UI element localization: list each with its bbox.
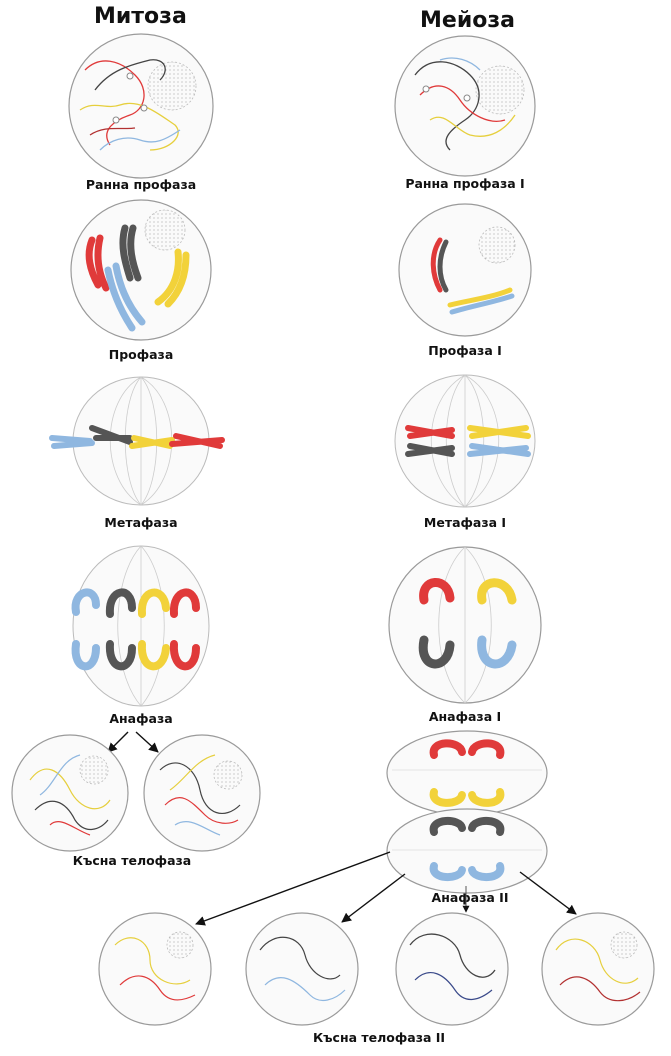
arrow-to-telophase-left: [107, 731, 129, 753]
label-prophase-1: Профаза I: [428, 343, 502, 358]
cell-meiosis-telophase2-3: [395, 912, 509, 1026]
label-prophase: Профаза: [108, 347, 174, 362]
arrow-to-telophase2-4: [519, 871, 577, 915]
label-anaphase-2: Анафаза II: [431, 890, 509, 905]
label-anaphase-1: Анафаза I: [428, 709, 502, 724]
arrow-to-telophase2-2: [341, 873, 406, 923]
cell-meiosis-telophase2-1: [98, 912, 212, 1026]
cell-mitosis-metaphase: [49, 376, 225, 506]
arrow-to-telophase2-1: [195, 851, 391, 926]
arrow-to-telophase-right: [135, 731, 159, 753]
cell-mitosis-telophase-left: [11, 734, 129, 852]
meiosis-title: Мейоза: [420, 8, 515, 33]
cell-meiosis-metaphase-1: [394, 374, 536, 508]
label-early-prophase-1: Ранна профаза I: [405, 176, 525, 191]
cell-mitosis-telophase-right: [143, 734, 261, 852]
label-late-telophase: Късна телофаза: [72, 853, 192, 868]
cell-meiosis-anaphase-1: [388, 546, 542, 704]
label-early-prophase: Ранна профаза: [85, 177, 197, 192]
cell-meiosis-telophase2-2: [245, 912, 359, 1026]
cell-meiosis-telophase2-4: [541, 912, 655, 1026]
label-metaphase: Метафаза: [104, 515, 178, 530]
label-anaphase: Анафаза: [109, 711, 173, 726]
label-late-telophase-2: Късна телофаза II: [312, 1030, 446, 1045]
mitosis-title: Митоза: [94, 4, 187, 29]
cell-meiosis-anaphase-2: [386, 730, 548, 894]
nucleolus: [147, 61, 197, 111]
label-metaphase-1: Метафаза I: [423, 515, 507, 530]
cell-meiosis-prophase-1: [398, 203, 532, 337]
cell-meiosis-early-prophase-1: [394, 35, 536, 177]
cell-mitosis-early-prophase: [68, 33, 214, 179]
cell-mitosis-prophase: [70, 199, 212, 341]
cell-mitosis-anaphase: [71, 545, 210, 707]
